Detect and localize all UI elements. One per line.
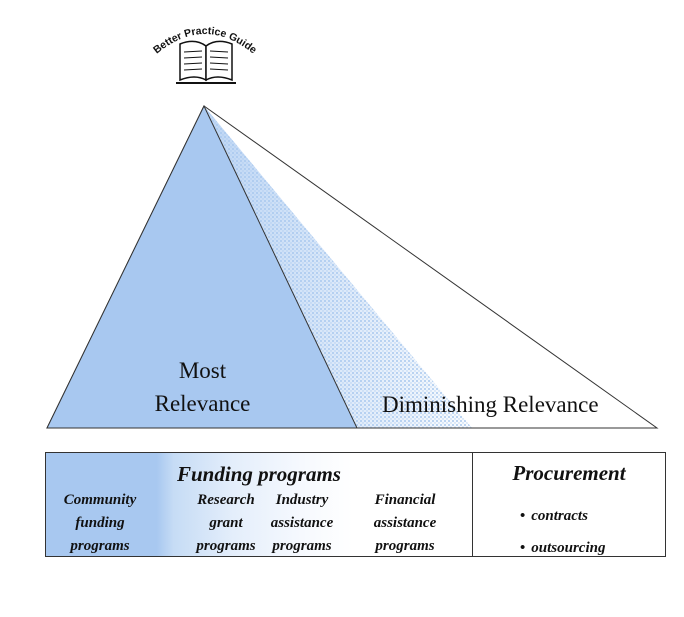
program-line: Industry [275, 492, 329, 508]
diminishing-relevance-label: Diminishing Relevance [382, 392, 599, 417]
procurement-box: Procurement • contracts • outsourcing [473, 452, 666, 557]
book-icon [176, 40, 236, 84]
program-industry: Industry assistance programs [264, 489, 340, 558]
program-financial: Financial assistance programs [364, 489, 446, 558]
program-line: assistance [373, 515, 437, 531]
procurement-item-contracts: • contracts [520, 508, 588, 525]
procurement-item-outsourcing: • outsourcing [520, 540, 605, 557]
program-community: Community funding programs [58, 489, 142, 558]
funding-programs-box: Funding programs Community funding progr… [45, 452, 473, 557]
program-line: Financial [374, 492, 436, 508]
program-line: programs [375, 538, 435, 554]
program-line: Community [63, 492, 137, 508]
program-line: programs [196, 538, 256, 554]
program-line: assistance [270, 515, 334, 531]
program-line: grant [209, 515, 243, 531]
most-relevance-label: Most Relevance [150, 354, 255, 420]
bullet-icon: • [520, 540, 526, 556]
dotted-wedge-fade [204, 106, 472, 428]
program-line: funding [75, 515, 125, 531]
bullet-icon: • [520, 508, 526, 524]
program-line: Research [197, 492, 255, 508]
program-research: Research grant programs [186, 489, 266, 558]
funding-title: Funding programs [177, 462, 341, 486]
procurement-item-label: contracts [531, 508, 588, 524]
procurement-title: Procurement [512, 461, 626, 485]
program-line: programs [70, 538, 130, 554]
most-label-line2: Relevance [154, 391, 251, 416]
most-label-line1: Most [178, 358, 227, 383]
program-line: programs [272, 538, 332, 554]
procurement-item-label: outsourcing [531, 540, 606, 556]
